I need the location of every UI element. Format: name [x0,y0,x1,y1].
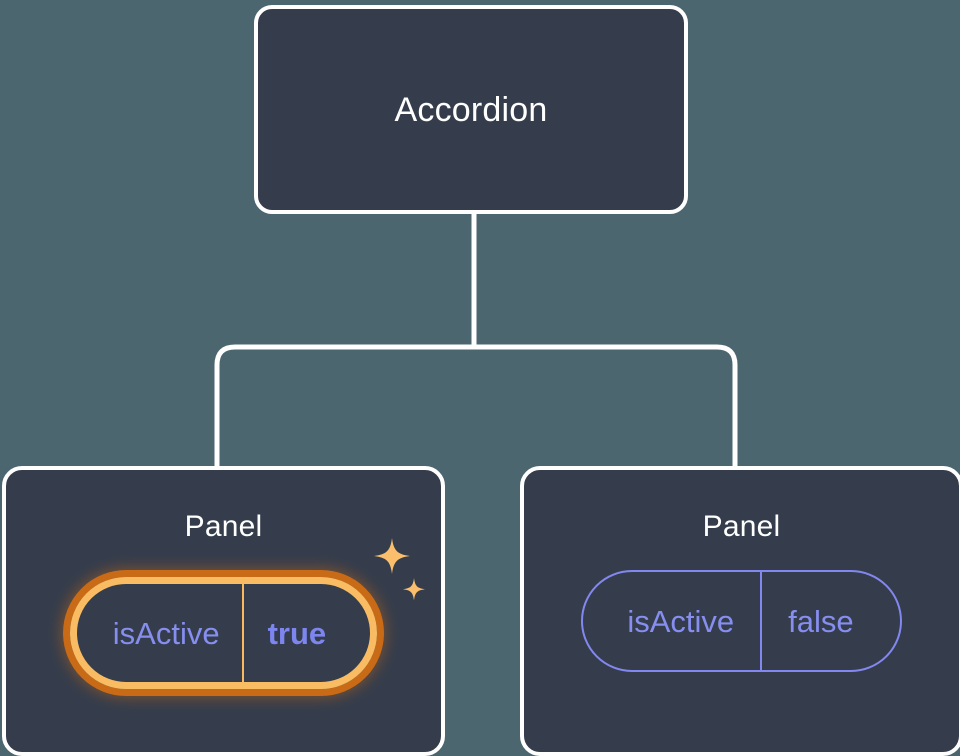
prop-pill-isactive-false[interactable]: isActive false [581,570,902,672]
prop-value-label: false [760,572,899,670]
prop-pill-highlight-ring: isActive true [62,570,385,696]
tree-connectors [214,214,738,470]
node-label-panel-right: Panel [702,510,781,543]
tree-node-accordion[interactable]: Accordion [254,5,688,214]
prop-key-label: isActive [627,603,735,639]
tree-node-panel-right[interactable]: Panel isActive false [520,466,960,756]
component-tree-diagram: Accordion Panel isActive true Panel i [2,5,960,756]
node-label-accordion: Accordion [394,90,548,129]
connector-branch-bus [214,344,738,470]
sparkle-large-icon [374,538,411,574]
prop-pill-isactive-true[interactable]: isActive true [69,577,378,689]
tree-node-panel-left[interactable]: Panel isActive true [2,466,445,756]
prop-pill-wrapper-left: isActive true [62,538,426,696]
node-label-panel-left: Panel [184,510,263,543]
sparkle-small-icon [403,578,426,601]
prop-key-label: isActive [112,615,220,651]
prop-value-label: true [241,584,371,682]
sparkle-group [374,538,426,601]
prop-pill-wrapper-right: isActive false [581,570,902,672]
